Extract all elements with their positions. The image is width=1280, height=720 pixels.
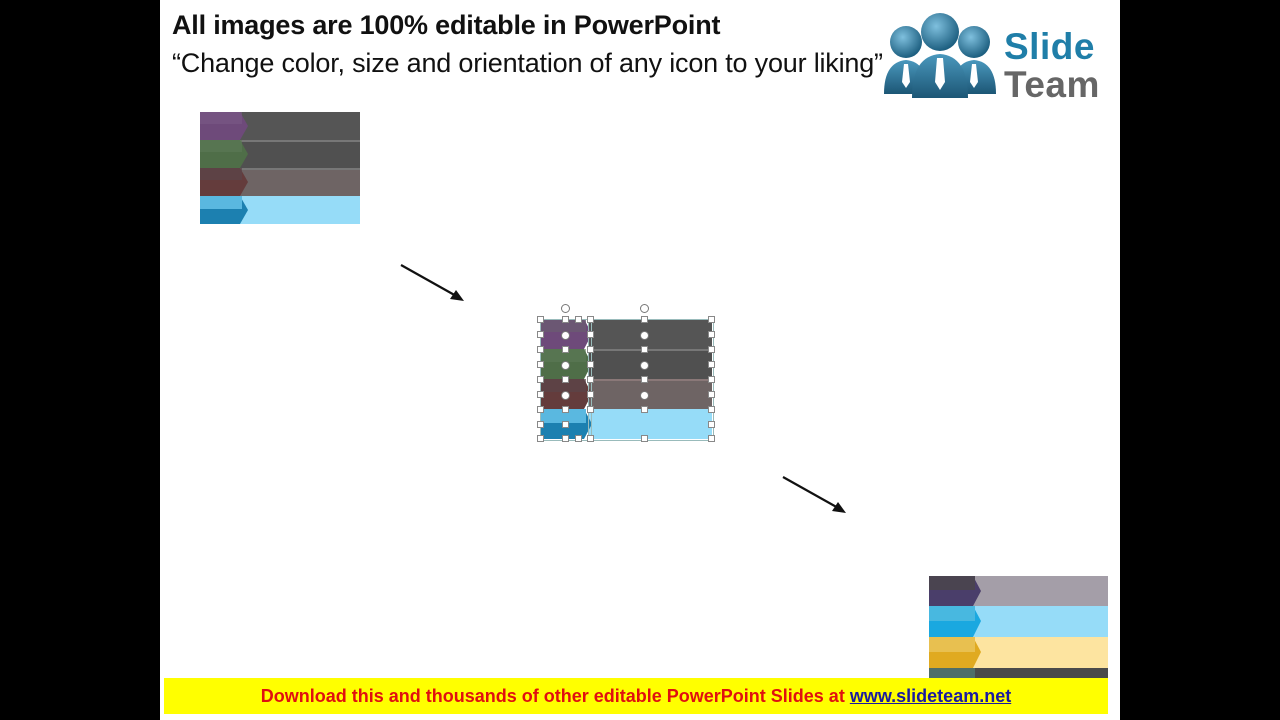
resize-handle[interactable] <box>708 346 715 353</box>
resize-handle[interactable] <box>708 361 715 368</box>
resize-handle[interactable] <box>587 346 594 353</box>
resize-handle[interactable] <box>708 406 715 413</box>
resize-handle[interactable] <box>587 376 594 383</box>
resize-handle[interactable] <box>537 331 544 338</box>
resize-handle[interactable] <box>537 376 544 383</box>
rotation-handle[interactable] <box>640 331 649 340</box>
graphic-row <box>200 112 360 140</box>
graphic-row <box>200 196 360 224</box>
slideteam-link[interactable]: www.slideteam.net <box>849 686 1012 706</box>
logo-word-slide: Slide <box>1004 26 1095 67</box>
resize-handle[interactable] <box>537 421 544 428</box>
resize-handle[interactable] <box>562 376 569 383</box>
resize-handle[interactable] <box>587 406 594 413</box>
rotation-handle[interactable] <box>561 304 570 313</box>
graphic-row <box>929 576 1108 606</box>
resize-handle[interactable] <box>562 421 569 428</box>
resize-handle[interactable] <box>641 346 648 353</box>
resize-handle[interactable] <box>708 421 715 428</box>
graphic-row <box>929 606 1108 637</box>
promo-banner: Download this and thousands of other edi… <box>164 678 1108 714</box>
graphic-row <box>929 637 1108 668</box>
resize-handle[interactable] <box>537 391 544 398</box>
resize-handle[interactable] <box>641 316 648 323</box>
graphic-row <box>200 140 360 170</box>
rotation-handle[interactable] <box>640 304 649 313</box>
resize-handle[interactable] <box>587 331 594 338</box>
graphic-selected[interactable] <box>537 304 715 442</box>
resize-handle[interactable] <box>537 406 544 413</box>
resize-handle[interactable] <box>708 391 715 398</box>
resize-handle[interactable] <box>575 316 582 323</box>
resize-handle[interactable] <box>562 435 569 442</box>
slide-title: All images are 100% editable in PowerPoi… <box>172 10 721 40</box>
arrow-down-right-icon <box>782 476 846 513</box>
resize-handle[interactable] <box>641 376 648 383</box>
rotation-handle[interactable] <box>561 391 570 400</box>
graphic-row <box>200 168 360 198</box>
resize-handle[interactable] <box>575 435 582 442</box>
resize-handle[interactable] <box>641 406 648 413</box>
resize-handle[interactable] <box>708 376 715 383</box>
resize-handle[interactable] <box>587 435 594 442</box>
rotation-handle[interactable] <box>561 331 570 340</box>
resize-handle[interactable] <box>537 361 544 368</box>
resize-handle[interactable] <box>708 316 715 323</box>
graphic-row <box>929 668 1108 678</box>
resize-handle[interactable] <box>537 316 544 323</box>
rotation-handle[interactable] <box>640 391 649 400</box>
arrow-down-right-icon <box>400 264 464 301</box>
resize-handle[interactable] <box>641 435 648 442</box>
resize-handle[interactable] <box>587 316 594 323</box>
graphic-original[interactable] <box>200 112 360 224</box>
resize-handle[interactable] <box>537 435 544 442</box>
logo-word-team: Team <box>1004 64 1100 105</box>
promo-text: Download this and thousands of other edi… <box>260 686 850 706</box>
rotation-handle[interactable] <box>561 361 570 370</box>
graphic-recolored[interactable] <box>929 576 1108 678</box>
resize-handle[interactable] <box>587 361 594 368</box>
resize-handle[interactable] <box>562 316 569 323</box>
resize-handle[interactable] <box>562 346 569 353</box>
resize-handle[interactable] <box>587 391 594 398</box>
people-with-ties-icon <box>884 13 996 98</box>
slide-subtitle: “Change color, size and orientation of a… <box>172 48 883 78</box>
rotation-handle[interactable] <box>640 361 649 370</box>
resize-handle[interactable] <box>562 406 569 413</box>
slideteam-logo: Slide Team <box>880 12 1110 105</box>
resize-handle[interactable] <box>537 346 544 353</box>
resize-handle[interactable] <box>708 331 715 338</box>
slide-canvas: All images are 100% editable in PowerPoi… <box>160 0 1120 720</box>
resize-handle[interactable] <box>708 435 715 442</box>
